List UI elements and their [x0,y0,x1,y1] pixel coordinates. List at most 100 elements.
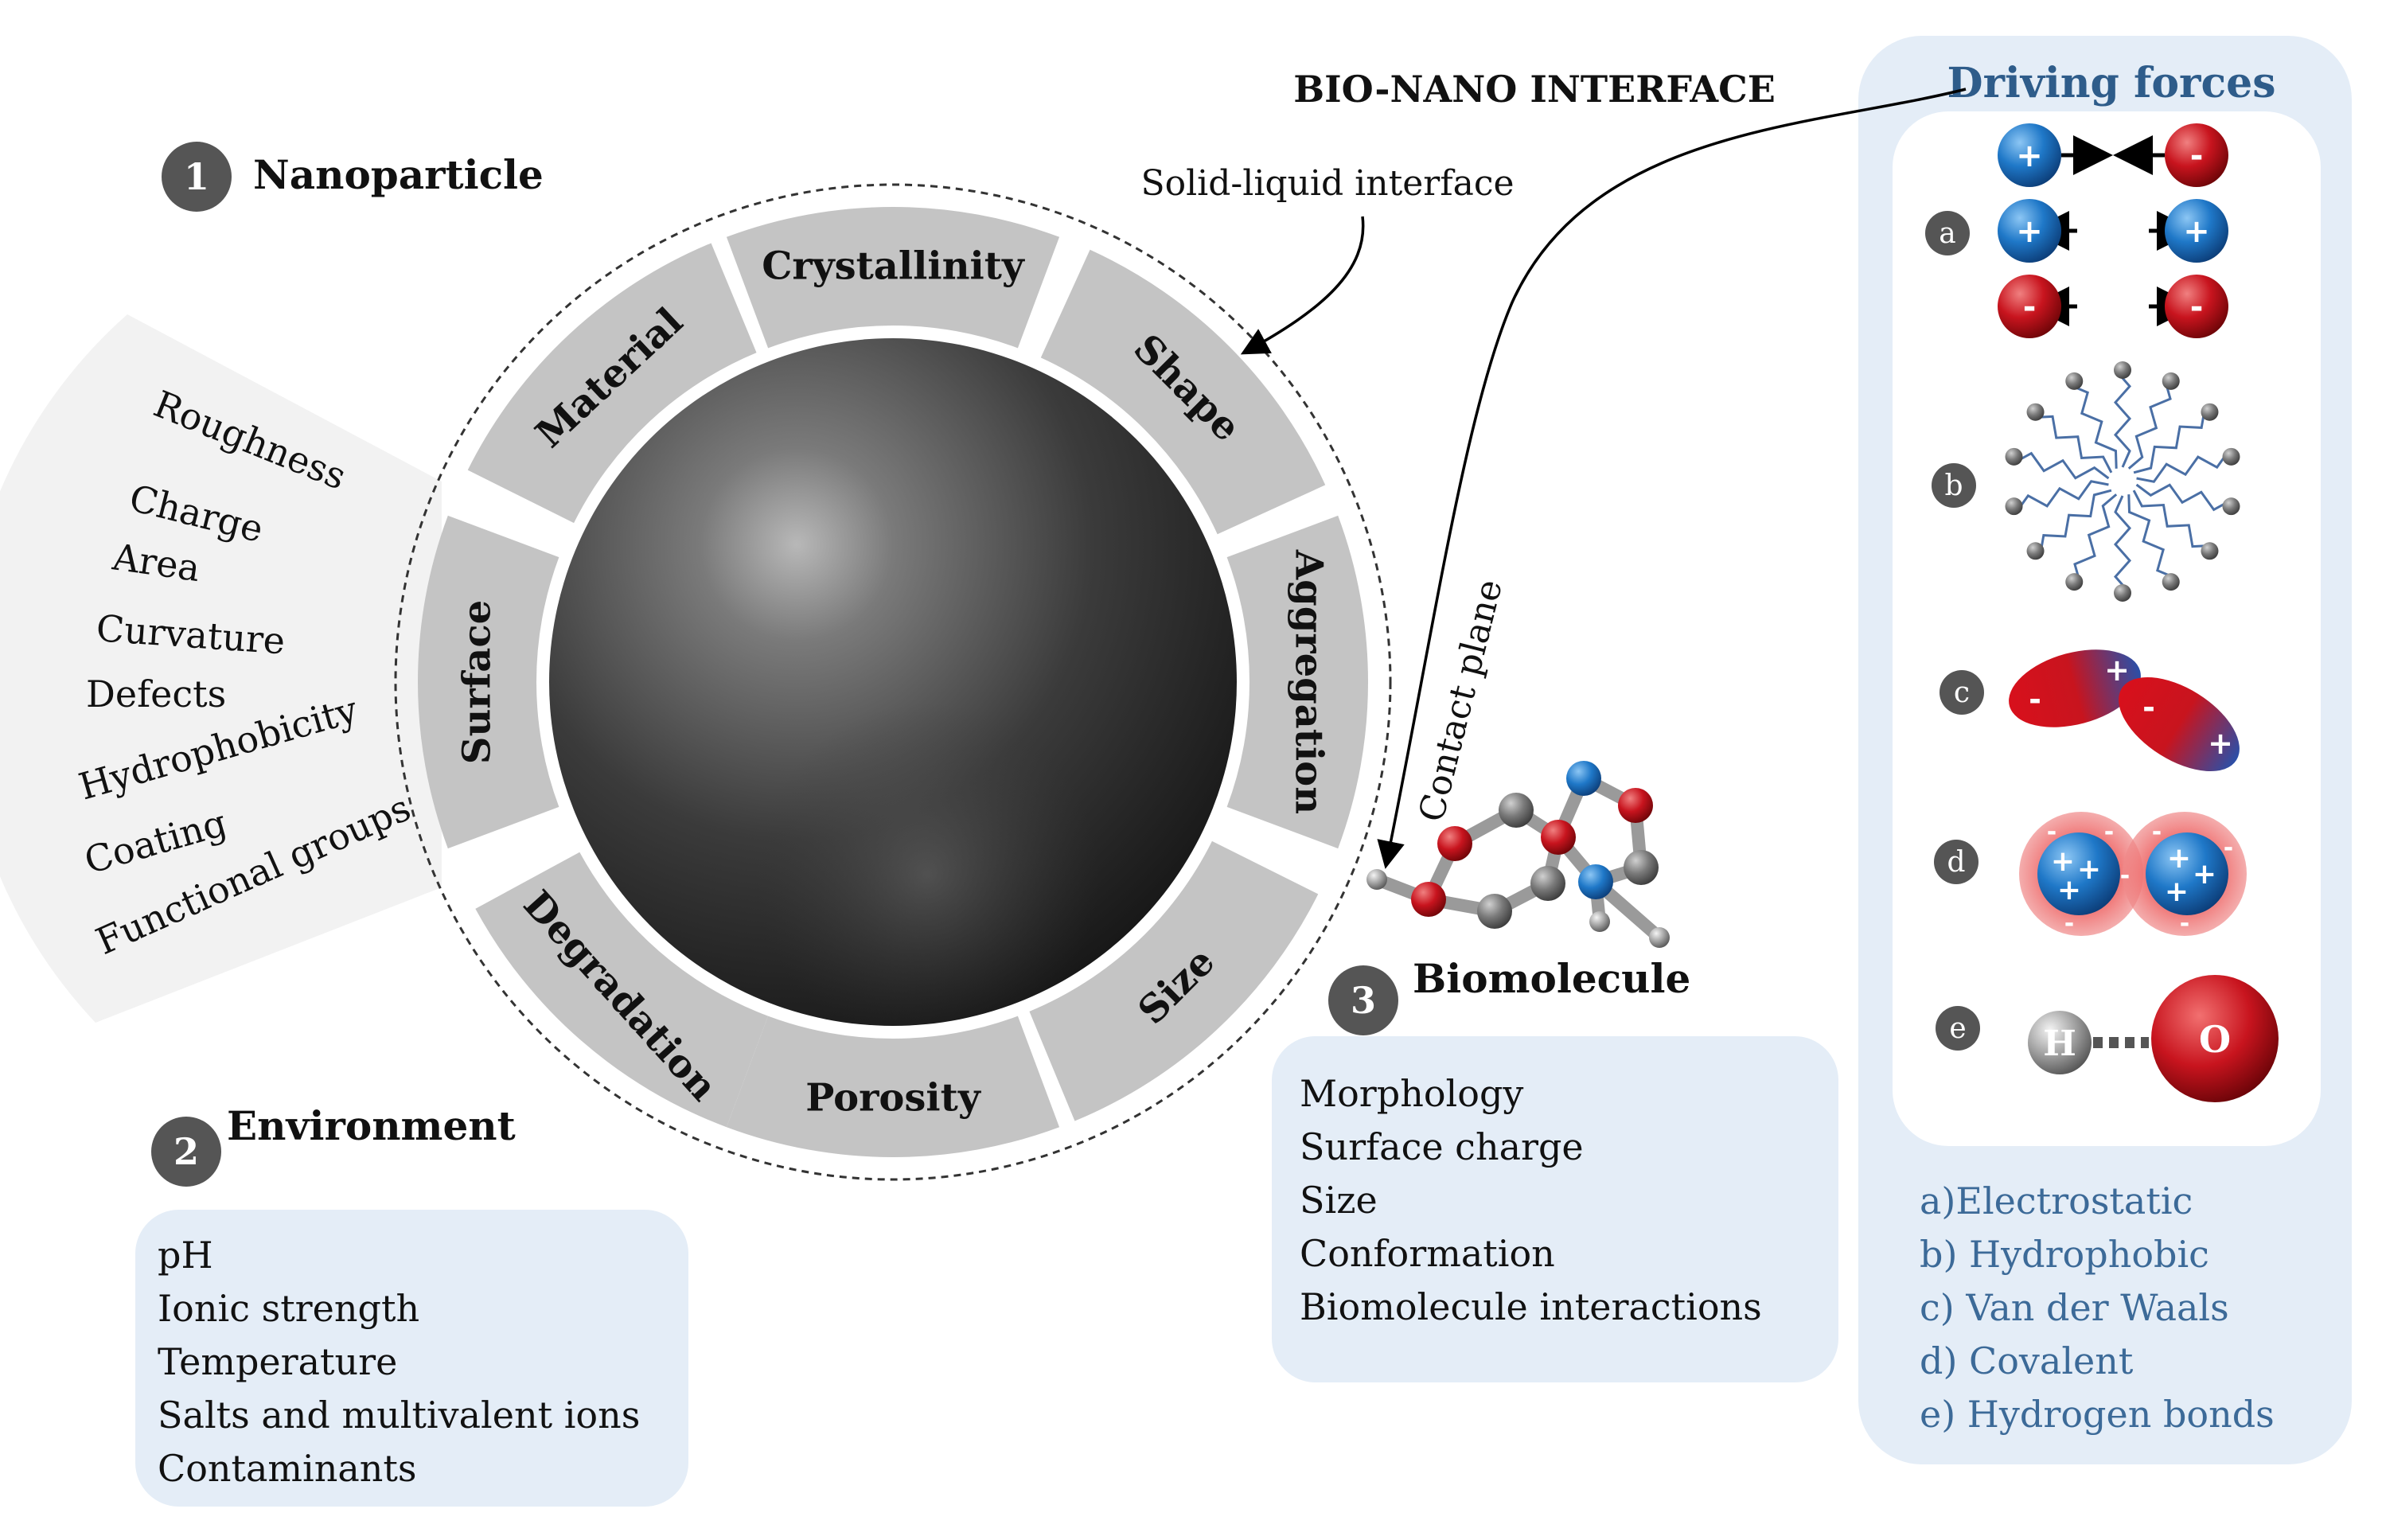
driving-forces-heading: Driving forces [1947,59,2276,107]
hydrogen-bond-icon: H O [2028,975,2279,1102]
lipid-head [2222,497,2240,516]
nanoparticle-sheen [549,338,1237,1026]
positive-ion [1998,123,2061,187]
covalent-plus: + [2193,858,2216,891]
lipid-head [2114,361,2131,379]
biomolecule-item: Conformation [1300,1232,1555,1275]
environment-item: Salts and multivalent ions [158,1394,640,1437]
letter-badge-text: a [1939,217,1955,250]
covalent-plus: + [2167,842,2191,875]
lipid-tail [2132,489,2215,548]
lipid-tail [2135,483,2234,512]
environment-panel [135,1210,688,1507]
covalent-minus: - [2180,910,2189,938]
solid-liquid-arrow [1240,216,1365,355]
lipid-head [2026,403,2045,421]
driving-forces-legend: a)Electrostatic b) Hydrophobic c) Van der … [1920,1179,2275,1436]
ion-sign: - [2190,289,2204,326]
letter-badge [1925,211,1970,255]
lipid-tail [2133,406,2207,474]
lipid-tail [2113,495,2132,594]
letter-badge-text: d [1947,846,1965,879]
environment-badge [151,1117,221,1187]
ion-sign: + [2183,213,2210,250]
covalent-minus: - [2224,834,2233,862]
negative-ion [2165,123,2228,187]
legend-item: b) Hydrophobic [1920,1233,2209,1276]
letter-badge [1940,670,1984,715]
environment-heading: Environment [227,1102,516,1149]
dipole-sign: - [2142,690,2155,725]
lipid-tail [2038,489,2112,557]
surface-property: Defects [86,673,226,715]
covalent-plus: + [2057,874,2081,906]
biomolecule-badge [1328,965,1398,1035]
lipid-tail [2073,493,2118,586]
lipid-tail [2067,383,2118,469]
legend-item: a)Electrostatic [1920,1179,2193,1222]
lipid-head [2114,584,2131,602]
lipid-tail [2113,369,2132,468]
covalent-plus: + [2077,853,2101,886]
surface-properties-fan [0,314,442,1023]
nanoparticle-badge-number: 1 [184,155,209,198]
lipid-head [2201,403,2219,421]
oxygen-symbol: O [2199,1018,2231,1061]
environment-badge-number: 2 [173,1130,199,1173]
solid-liquid-boundary [394,183,1392,1181]
biomolecule-badge-number: 3 [1351,979,1376,1022]
biomolecule-item: Size [1300,1179,1378,1222]
covalent-minus: - [2127,902,2136,930]
oxygen-atom [2151,975,2279,1102]
legend-item: c) Van der Waals [1920,1286,2229,1329]
contact-plane-label: Contact plane [1411,575,1511,826]
hydrophobic-micelle-icon [2005,361,2240,602]
covalent-minus: - [2152,818,2162,846]
lipid-head [2201,542,2219,560]
covalent-minus: - [2047,818,2056,846]
letter-badge [1936,1006,1980,1051]
lipid-tail [2127,377,2172,470]
letter-badge-text: e [1949,1012,1966,1045]
lipid-head [2005,447,2023,466]
letter-badge-text: b [1944,470,1963,502]
covalent-minus: - [2104,818,2114,846]
biomolecule-heading: Biomolecule [1413,955,1690,1002]
covalent-plus: + [2051,845,2075,878]
covalent-minus: - [2120,862,2130,890]
covalent-plus: + [2165,875,2189,908]
environment-item: Ionic strength [158,1287,419,1330]
ring-segment [726,206,1060,349]
lipid-tail [2011,451,2110,480]
ion-sign: - [2190,138,2204,174]
ring-segment-label: Porosity [805,1076,982,1121]
solid-liquid-interface-label: Solid-liquid interface [1140,163,1514,204]
lipid-tail [2136,449,2231,483]
biomolecule-item: Biomolecule interactions [1300,1285,1762,1328]
ring-segment-label: Surface [455,600,500,764]
lipid-head [2222,447,2240,466]
dipole-sign: + [2104,653,2130,688]
letter-badge [1932,463,1976,508]
hydrogen-atom [2028,1011,2092,1074]
biomolecule-panel [1272,1036,1838,1382]
environment-item: Contaminants [158,1447,417,1490]
ion-sign: + [2016,213,2043,250]
lipid-head [2026,542,2045,560]
positive-ion [2165,199,2228,263]
ring-segment [1029,840,1319,1121]
hydrogen-symbol: H [2043,1023,2076,1064]
letter-badge [1934,840,1979,884]
negative-ion [2165,275,2228,338]
ring-segment-label: Aggregation [1287,549,1331,814]
dipole-sign: - [2029,682,2041,717]
lipid-head [2065,372,2084,390]
covalent-icon: ++++++-------- [2019,812,2247,938]
contact-plane-arrow [1377,88,1967,869]
electrostatic-icon: +-++-- [1998,123,2228,338]
environment-item: pH [158,1234,213,1277]
lipid-head [2162,573,2180,591]
